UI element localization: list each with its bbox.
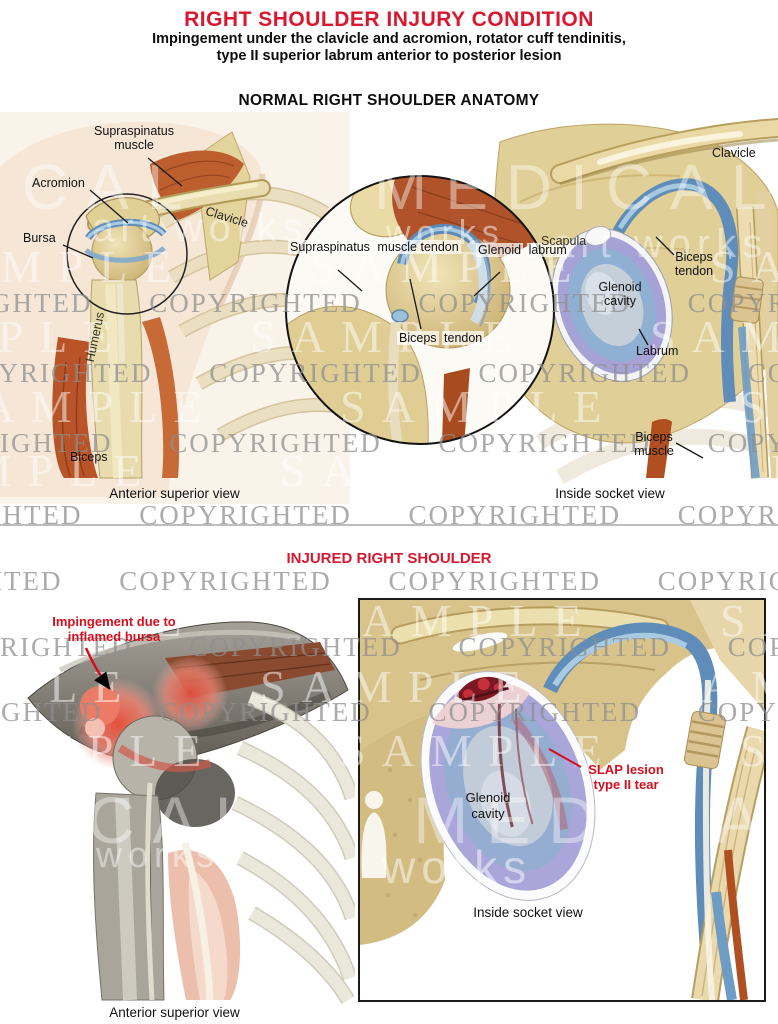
caption-socket-view-injured: Inside socket view — [473, 905, 583, 920]
label-line: muscle — [114, 138, 154, 152]
label-line: Glenoid — [465, 790, 511, 805]
label-bursa: Bursa — [23, 231, 56, 245]
watermark-divider-line — [0, 524, 778, 526]
biceps-tendon-strip — [388, 321, 403, 444]
label-supraspinatus-tendon: Supraspinatus muscle tendon — [288, 240, 461, 254]
label-biceps-left: Biceps — [70, 450, 108, 464]
injured-ligament-wrap — [684, 710, 726, 770]
label-line: Biceps — [635, 430, 673, 444]
label-line: muscle — [634, 444, 674, 458]
label-biceps-tendon-right: Biceps tendon — [668, 250, 720, 278]
label-line: muscle tendon — [375, 240, 461, 254]
label-line: Biceps — [397, 331, 439, 345]
injured-socket-art — [360, 600, 774, 1003]
figure-watermark-icon — [361, 791, 387, 878]
caption-socket-view-normal: Inside socket view — [555, 486, 665, 501]
label-scapula: Scapula — [541, 234, 587, 248]
page-title: RIGHT SHOULDER INJURY CONDITION — [184, 8, 594, 31]
label-clavicle-right: Clavicle — [712, 146, 756, 160]
injured-section-heading: INJURED RIGHT SHOULDER — [286, 550, 492, 567]
label-line: SLAP lesion — [588, 762, 664, 777]
caption-anterior-view-injured: Anterior superior view — [109, 1005, 240, 1020]
label-biceps-tendon-inset: Biceps tendon — [397, 331, 485, 345]
biceps-muscle-sliver — [646, 419, 672, 478]
label-glenoid-cavity-right: Glenoid cavity — [592, 280, 648, 308]
injured-ribs — [231, 690, 355, 1004]
label-biceps-muscle: Biceps muscle — [628, 430, 680, 458]
label-impingement: Impingement due to inflamed bursa — [44, 614, 184, 644]
label-line: Biceps — [675, 250, 713, 264]
copyright-watermark: COPYRIGHTED COPYRIGHTED COPYRIGHTED COPY… — [0, 566, 778, 596]
label-line: tendon — [674, 264, 714, 278]
label-line: cavity — [471, 806, 505, 821]
page-subtitle: Impingement under the clavicle and acrom… — [0, 31, 778, 65]
label-labrum: Labrum — [636, 344, 679, 358]
label-glenoid-cavity-injured: Glenoid cavity — [458, 790, 518, 822]
subtitle-line1: Impingement under the clavicle and acrom… — [152, 31, 626, 47]
label-line: Glenoid — [476, 243, 524, 257]
label-glenoid-labrum: Glenoid labrum — [476, 243, 569, 257]
label-line: Supraspinatus — [94, 124, 174, 138]
label-supraspinatus-muscle: Supraspinatus muscle — [88, 124, 180, 152]
caption-anterior-view-normal: Anterior superior view — [109, 486, 240, 501]
label-line: cavity — [604, 294, 636, 308]
injured-shoulder-art — [27, 621, 355, 1004]
fibrous-band — [690, 600, 764, 710]
subtitle-line2: type II superior labrum anterior to post… — [216, 48, 562, 64]
label-slap-lesion: SLAP lesion type II tear — [578, 762, 674, 792]
label-line: inflamed bursa — [67, 629, 161, 644]
label-line: tendon — [442, 331, 485, 345]
injured-socket-box — [358, 598, 774, 1003]
label-line: Impingement due to — [52, 614, 176, 629]
label-line: labrum — [526, 243, 569, 257]
label-line: Supraspinatus — [288, 240, 372, 254]
label-line: type II tear — [593, 777, 659, 792]
injured-glenoid-art — [420, 671, 596, 901]
label-line: Glenoid — [598, 280, 642, 294]
injured-socket-illustration — [360, 600, 774, 1003]
label-acromion: Acromion — [32, 176, 85, 190]
injured-anterior-illustration — [27, 621, 355, 1004]
ligament-wrap — [730, 276, 764, 324]
normal-section-heading: NORMAL RIGHT SHOULDER ANATOMY — [238, 92, 540, 109]
